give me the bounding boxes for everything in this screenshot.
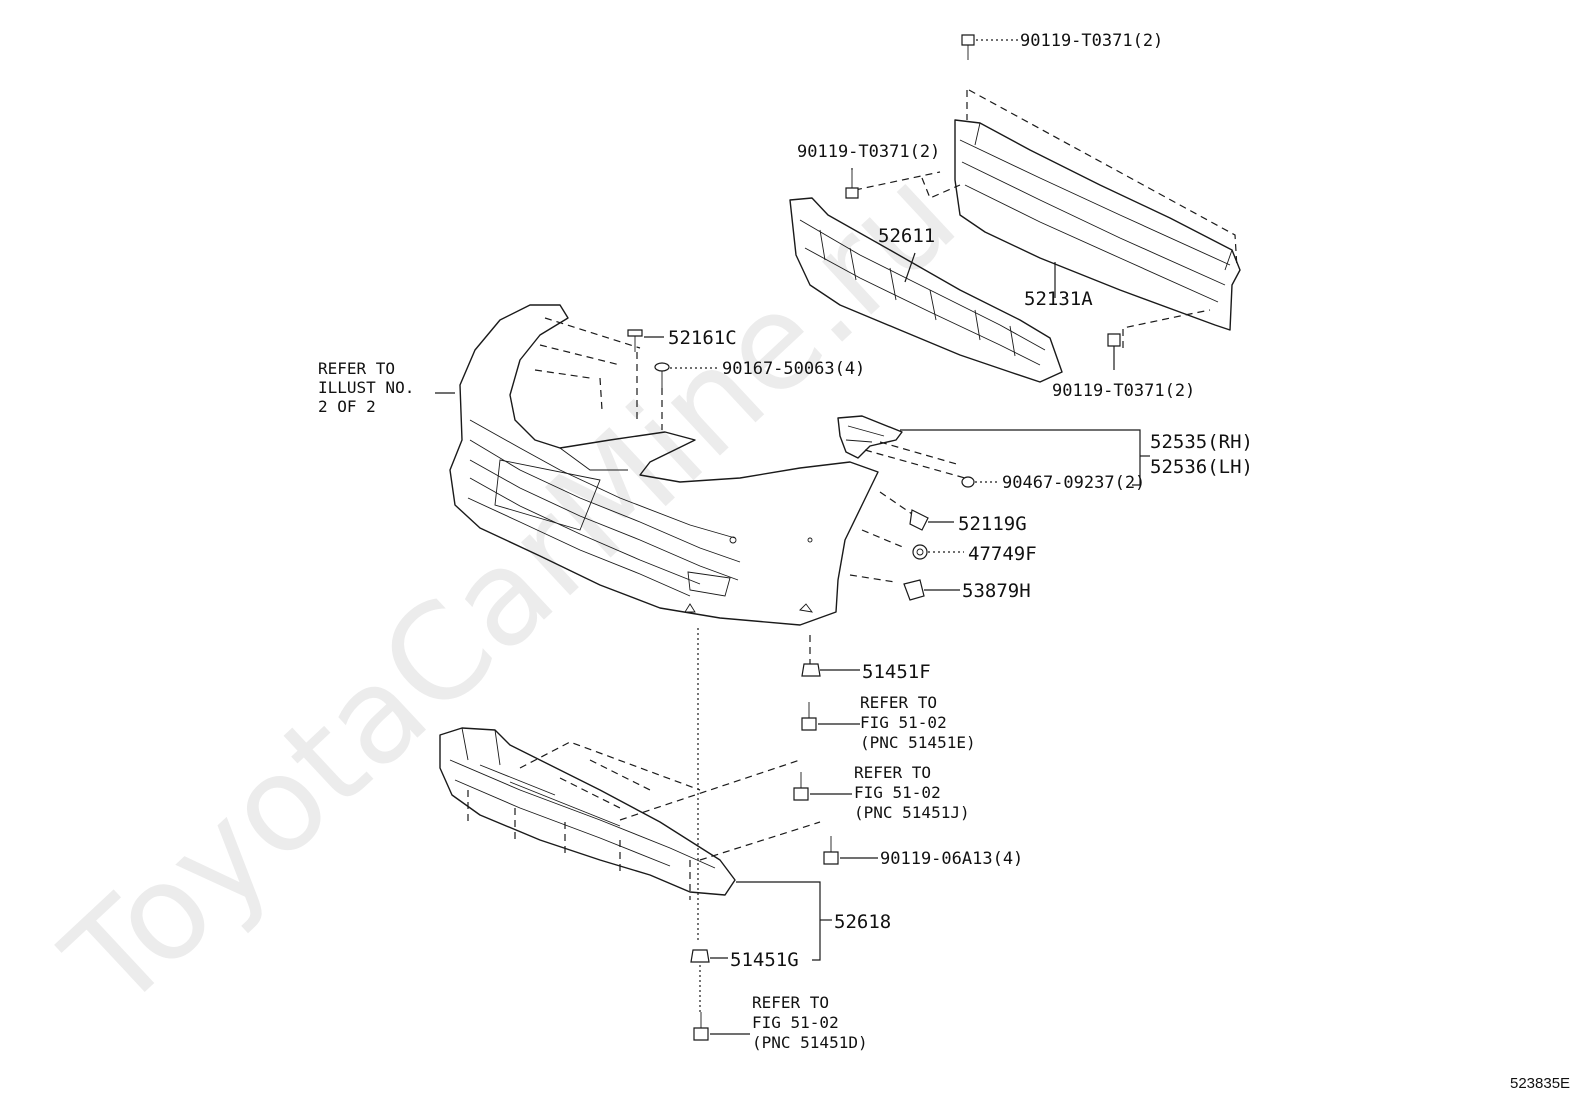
refer-j-line-2: FIG 51-02 bbox=[854, 783, 941, 802]
nut-icon bbox=[912, 544, 928, 560]
dashed-guides-top bbox=[854, 89, 1238, 348]
part-label: 90119-T0371(2) bbox=[1020, 31, 1163, 51]
part-label: 90119-T0371(2) bbox=[1052, 381, 1195, 401]
clip-icon bbox=[801, 663, 821, 677]
refer-d-line-2: FIG 51-02 bbox=[752, 1013, 839, 1032]
part-label: 90467-09237(2) bbox=[1002, 473, 1145, 493]
part-labels: 90119-T0371(2) 90119-T0371(2) 52611 5213… bbox=[668, 31, 1253, 971]
leader-lines bbox=[435, 39, 1150, 1035]
front-bumper-cover-drawing bbox=[449, 304, 879, 626]
retainer-icon bbox=[909, 509, 929, 531]
part-label: 90119-06A13(4) bbox=[880, 849, 1023, 869]
part-label: 90167-50063(4) bbox=[722, 359, 865, 379]
energy-absorber-drawing bbox=[789, 197, 1063, 383]
bolt-icon bbox=[793, 787, 809, 801]
bolt-icon bbox=[845, 187, 859, 199]
dashed-guides-undercover bbox=[467, 628, 821, 1015]
part-label: 52618 bbox=[834, 911, 891, 933]
refer-e-line-3: (PNC 51451E) bbox=[860, 733, 976, 752]
bolt-icon bbox=[801, 717, 817, 731]
diagram-code: 523835E bbox=[1510, 1075, 1570, 1092]
bolt-icon bbox=[823, 851, 839, 865]
part-label: 53879H bbox=[962, 580, 1031, 602]
part-label: 52119G bbox=[958, 513, 1027, 535]
clip-icon bbox=[627, 329, 643, 337]
part-label: 52611 bbox=[878, 225, 935, 247]
part-label: 52131A bbox=[1024, 288, 1093, 310]
bolt-icon bbox=[693, 1027, 709, 1041]
refer-e-line-1: REFER TO bbox=[860, 693, 937, 712]
bolt-icon bbox=[961, 34, 975, 46]
refer-d-line-1: REFER TO bbox=[752, 993, 829, 1012]
watermark: ToyotaCarMine.ru bbox=[36, 139, 985, 1039]
refer-illust-line-3: 2 OF 2 bbox=[318, 397, 376, 416]
side-bracket-drawing bbox=[837, 415, 966, 479]
refer-notes: REFER TO ILLUST NO. 2 OF 2 REFER TO FIG … bbox=[318, 359, 976, 1052]
screw-icon bbox=[654, 362, 670, 372]
part-label: 47749F bbox=[968, 543, 1037, 565]
fastener-icons bbox=[627, 34, 1121, 1041]
bumper-reinforcement-drawing bbox=[954, 119, 1241, 331]
part-label: 52161C bbox=[668, 327, 737, 349]
part-label: 90119-T0371(2) bbox=[797, 142, 940, 162]
part-label: 51451G bbox=[730, 949, 799, 971]
part-label: 52536(LH) bbox=[1150, 456, 1253, 478]
clip-icon bbox=[690, 949, 710, 963]
refer-e-line-2: FIG 51-02 bbox=[860, 713, 947, 732]
clip-icon bbox=[903, 579, 925, 601]
refer-illust-line-2: ILLUST NO. bbox=[318, 378, 414, 397]
refer-j-line-1: REFER TO bbox=[854, 763, 931, 782]
screw-icon bbox=[961, 476, 975, 488]
part-label: 51451F bbox=[862, 661, 931, 683]
refer-j-line-3: (PNC 51451J) bbox=[854, 803, 970, 822]
part-label: 52535(RH) bbox=[1150, 431, 1253, 453]
under-cover-drawing bbox=[439, 727, 736, 896]
bolt-icon bbox=[1107, 333, 1121, 347]
refer-d-line-3: (PNC 51451D) bbox=[752, 1033, 868, 1052]
refer-illust-line-1: REFER TO bbox=[318, 359, 395, 378]
